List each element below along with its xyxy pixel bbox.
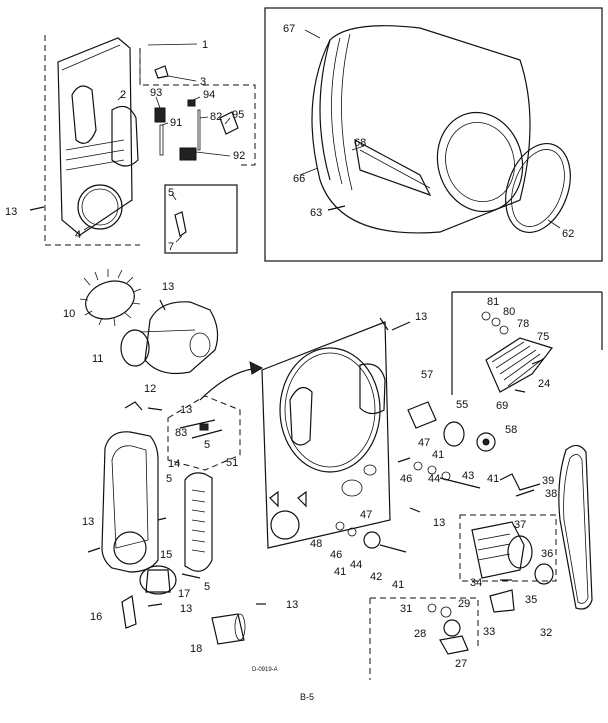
callout-leaders — [83, 43, 231, 243]
vent-duct-group — [87, 401, 213, 579]
drive-motor-group — [459, 444, 593, 613]
callout-33: 33 — [483, 626, 495, 638]
callout-38: 38 — [545, 488, 557, 500]
callout-92: 92 — [233, 150, 245, 162]
callout-55: 55 — [456, 399, 468, 411]
callout-95: 95 — [232, 109, 244, 121]
callout-11: 11 — [92, 353, 103, 365]
callout-13: 13 — [180, 404, 192, 416]
callout-75: 75 — [537, 331, 549, 343]
callout-18: 18 — [190, 643, 202, 655]
callout-69: 69 — [496, 400, 508, 412]
callout-24: 24 — [538, 378, 550, 390]
callout-36: 36 — [541, 548, 553, 560]
callout-42: 42 — [370, 571, 382, 583]
callout-58: 58 — [505, 424, 517, 436]
callout-44: 44 — [350, 559, 362, 571]
callout-28: 28 — [414, 628, 426, 640]
callout-13: 13 — [5, 206, 17, 218]
thermostat-group — [335, 401, 496, 553]
callout-41: 41 — [487, 473, 499, 485]
callout-47: 47 — [418, 437, 430, 449]
callout-10: 10 — [63, 308, 75, 320]
callout-13: 13 — [162, 281, 174, 293]
callout-34: 34 — [470, 577, 482, 589]
callout-16: 16 — [90, 611, 102, 623]
callout-48: 48 — [310, 538, 322, 550]
callout-13: 13 — [415, 311, 427, 323]
callout-83: 83 — [175, 427, 187, 439]
drawing-id: D-0919-A — [252, 667, 278, 673]
callout-2: 2 — [120, 89, 126, 101]
callout-66: 66 — [293, 173, 305, 185]
callout-17: 17 — [178, 588, 190, 600]
callout-80: 80 — [503, 306, 515, 318]
callout-37: 37 — [514, 519, 526, 531]
callout-46: 46 — [400, 473, 412, 485]
callout-47: 47 — [360, 509, 372, 521]
callout-82: 82 — [210, 111, 222, 123]
callout-5: 5 — [204, 581, 210, 593]
callout-41: 41 — [392, 579, 404, 591]
callout-41: 41 — [334, 566, 346, 578]
callout-1: 1 — [202, 39, 208, 51]
callout-51: 51 — [226, 457, 238, 469]
callout-13: 13 — [82, 516, 94, 528]
callout-3: 3 — [200, 76, 206, 88]
callout-5: 5 — [204, 439, 210, 451]
page-number: B-5 — [300, 692, 314, 702]
callout-41: 41 — [432, 449, 444, 461]
callout-29: 29 — [458, 598, 470, 610]
callout-78: 78 — [517, 318, 529, 330]
callout-44: 44 — [428, 473, 440, 485]
callout-94: 94 — [203, 89, 215, 101]
callout-15: 15 — [160, 549, 172, 561]
callout-57: 57 — [421, 369, 433, 381]
bracket-group — [167, 395, 241, 471]
callout-5: 5 — [168, 187, 174, 199]
callout-63: 63 — [310, 207, 322, 219]
callout-13: 13 — [180, 603, 192, 615]
rear-panel-group — [261, 317, 411, 549]
assembly-arrowhead — [249, 361, 264, 375]
blower-group — [79, 269, 219, 375]
motor-parts-group — [121, 565, 266, 645]
drum-group — [264, 7, 603, 262]
front-panel-group — [29, 35, 256, 254]
idler-bracket-group — [369, 597, 479, 680]
callout-62: 62 — [562, 228, 574, 240]
callout-27: 27 — [455, 658, 467, 670]
callout-81: 81 — [487, 296, 499, 308]
callout-31: 31 — [400, 603, 412, 615]
callout-93: 93 — [150, 87, 162, 99]
callout-39: 39 — [542, 475, 554, 487]
callout-46: 46 — [330, 549, 342, 561]
callout-labels: 1 3 2 93 94 91 82 95 92 5 7 13 4 67 66 6… — [5, 23, 574, 670]
assembly-arrow — [199, 367, 261, 401]
callout-5: 5 — [166, 473, 172, 485]
callout-68: 68 — [354, 137, 366, 149]
callout-67: 67 — [283, 23, 295, 35]
callout-43: 43 — [462, 470, 474, 482]
callout-4: 4 — [75, 229, 81, 241]
callout-91: 91 — [170, 117, 182, 129]
lint-screen-group — [451, 291, 603, 395]
callout-13: 13 — [433, 517, 445, 529]
callout-14: 14 — [168, 458, 180, 470]
callout-7: 7 — [168, 241, 174, 253]
callout-12: 12 — [144, 383, 156, 395]
callout-13: 13 — [286, 599, 298, 611]
callout-32: 32 — [540, 627, 552, 639]
callout-35: 35 — [525, 594, 537, 606]
